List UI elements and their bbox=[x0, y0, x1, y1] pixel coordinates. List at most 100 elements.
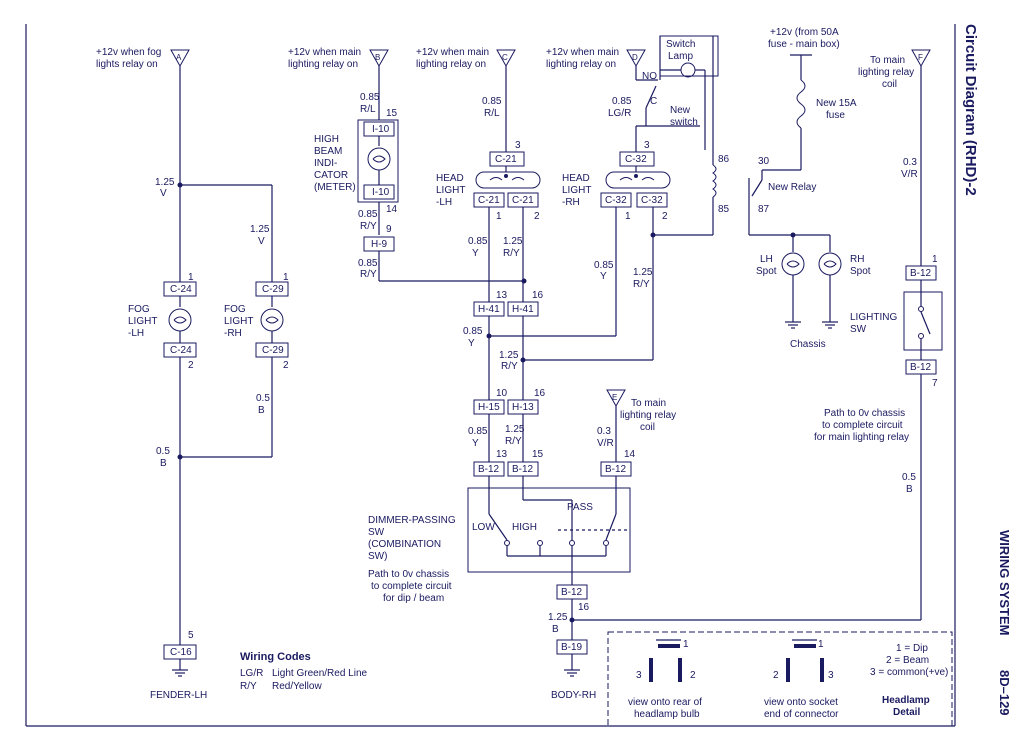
connector-label: B-12 bbox=[910, 362, 932, 373]
wiring-codes-legend: Wiring Codes LG/R Light Green/Red Line R… bbox=[240, 651, 368, 692]
wire-size-label: 0.5 bbox=[256, 393, 270, 404]
wire-color-label: V/R bbox=[597, 438, 614, 449]
terminal-d: D bbox=[626, 49, 646, 68]
svg-text:FENDER-LH: FENDER-LH bbox=[150, 690, 207, 701]
junction-dot bbox=[521, 278, 527, 284]
pin-label: 10 bbox=[496, 388, 508, 399]
svg-text:2 = Beam: 2 = Beam bbox=[886, 655, 929, 666]
wire-color-label: Y bbox=[600, 271, 607, 282]
wire-color-label: R/L bbox=[484, 108, 500, 119]
chassis-label: Chassis bbox=[790, 339, 826, 350]
pin-label: 1 bbox=[932, 254, 938, 265]
system-title: WIRING SYSTEM bbox=[997, 530, 1012, 635]
svg-text:3: 3 bbox=[828, 670, 834, 681]
wire-color-label: R/L bbox=[360, 104, 376, 115]
terminal-a: A bbox=[170, 49, 190, 68]
switch-lamp-label: Lamp bbox=[668, 51, 693, 62]
wire-size-label: 0.85 bbox=[358, 258, 378, 269]
junction-dot bbox=[177, 454, 183, 460]
fog-rh-label: FOG bbox=[224, 304, 246, 315]
pin-label: 16 bbox=[532, 290, 544, 301]
wire-color-label: B bbox=[160, 458, 167, 469]
wire-size-label: 0.85 bbox=[594, 260, 614, 271]
wire-size-label: 1.25 bbox=[548, 612, 568, 623]
connector-label: H-41 bbox=[478, 304, 500, 315]
svg-text:I-10: I-10 bbox=[372, 124, 390, 135]
wire-size-label: 0.85 bbox=[468, 236, 488, 247]
wire-color-label: R/Y bbox=[633, 279, 650, 290]
connector-label: B-12 bbox=[910, 268, 932, 279]
wire-size-label: 0.85 bbox=[360, 92, 380, 103]
svg-text:1: 1 bbox=[283, 272, 289, 283]
svg-text:headlamp bulb: headlamp bulb bbox=[634, 709, 700, 720]
svg-text:B-19: B-19 bbox=[561, 642, 583, 653]
lh-spot-label: Spot bbox=[756, 266, 777, 277]
svg-text:C-32: C-32 bbox=[605, 195, 627, 206]
supply-label: +12v (from 50A bbox=[770, 27, 839, 38]
lighting-path-note: to complete circuit bbox=[822, 420, 903, 431]
svg-text:C-16: C-16 bbox=[170, 647, 192, 658]
pin-label: 14 bbox=[624, 449, 636, 460]
pin-label: 14 bbox=[386, 204, 398, 215]
terminal-c-desc-1: +12v when main bbox=[416, 47, 489, 58]
fender-ground: 5 C-16 FENDER-LH bbox=[150, 630, 207, 701]
wire-size-label: 0.85 bbox=[358, 209, 378, 220]
svg-text:3 = common(+ve): 3 = common(+ve) bbox=[870, 667, 948, 678]
dimmer-path-note: Path to 0v chassis bbox=[368, 569, 449, 580]
rh-spot-label: Spot bbox=[850, 266, 871, 277]
relay-pin-label: 85 bbox=[718, 204, 730, 215]
junction-dot bbox=[569, 617, 575, 623]
fog-lh-label: -LH bbox=[128, 328, 144, 339]
svg-text:2: 2 bbox=[188, 360, 194, 371]
connector-label: H-9 bbox=[371, 239, 388, 250]
pin-label: 9 bbox=[386, 224, 392, 235]
wire-color-label: R/Y bbox=[360, 221, 377, 232]
svg-text:end of connector: end of connector bbox=[764, 709, 839, 720]
rh-spot-lamp bbox=[818, 252, 842, 329]
svg-text:1: 1 bbox=[683, 639, 689, 650]
dimmer-path-note: to complete circuit bbox=[371, 581, 452, 592]
svg-text:Detail: Detail bbox=[893, 707, 920, 718]
relay-pin-label: 87 bbox=[758, 204, 770, 215]
svg-text:2: 2 bbox=[662, 211, 668, 222]
terminal-d-desc-2: lighting relay on bbox=[546, 59, 616, 70]
lh-spot-label: LH bbox=[760, 254, 773, 265]
fuse-label: New 15A bbox=[816, 98, 857, 109]
diagram-title: Circuit Diagram (RHD)-2 bbox=[962, 24, 979, 196]
lh-spot-lamp bbox=[781, 252, 805, 329]
lighting-sw-label: LIGHTING bbox=[850, 312, 897, 323]
fog-lh-label: LIGHT bbox=[128, 316, 157, 327]
svg-text:1: 1 bbox=[818, 639, 824, 650]
new-switch-contact bbox=[645, 85, 657, 109]
lighting-switch bbox=[903, 280, 943, 360]
connector-label: H-13 bbox=[512, 402, 534, 413]
dimmer-passing-switch: LOW HIGH PASS bbox=[467, 476, 631, 585]
svg-text:C-29: C-29 bbox=[262, 284, 284, 295]
dimmer-label: SW) bbox=[368, 551, 387, 562]
hb-ind-label: INDI- bbox=[314, 158, 337, 169]
switch-lamp-label: Switch bbox=[666, 39, 695, 50]
wire-color-label: V bbox=[160, 188, 167, 199]
svg-text:view onto rear of: view onto rear of bbox=[628, 697, 702, 708]
svg-text:C-21: C-21 bbox=[512, 195, 534, 206]
pin-label: 13 bbox=[496, 449, 508, 460]
terminal-e-desc: To main bbox=[631, 398, 666, 409]
svg-text:C-29: C-29 bbox=[262, 345, 284, 356]
svg-text:F: F bbox=[918, 53, 923, 62]
svg-text:Wiring Codes: Wiring Codes bbox=[240, 651, 311, 663]
fog-lh-label: FOG bbox=[128, 304, 150, 315]
relay-label: New Relay bbox=[768, 182, 816, 193]
svg-text:I-10: I-10 bbox=[372, 187, 390, 198]
rh-spot-label: RH bbox=[850, 254, 864, 265]
junction-dot bbox=[486, 333, 492, 339]
svg-text:HIGH: HIGH bbox=[512, 522, 537, 533]
svg-text:2: 2 bbox=[534, 211, 540, 222]
wire-size-label: 0.3 bbox=[597, 426, 611, 437]
svg-text:C-24: C-24 bbox=[170, 345, 192, 356]
wire-size-label: 0.5 bbox=[902, 472, 916, 483]
svg-text:1 = Dip: 1 = Dip bbox=[896, 643, 928, 654]
wire-color-label: R/Y bbox=[503, 248, 520, 259]
head-light-lh: C-21 C-21 C-21 1 2 bbox=[473, 151, 541, 222]
fog-light-rh: 1 C-29 C-29 2 bbox=[255, 272, 289, 371]
